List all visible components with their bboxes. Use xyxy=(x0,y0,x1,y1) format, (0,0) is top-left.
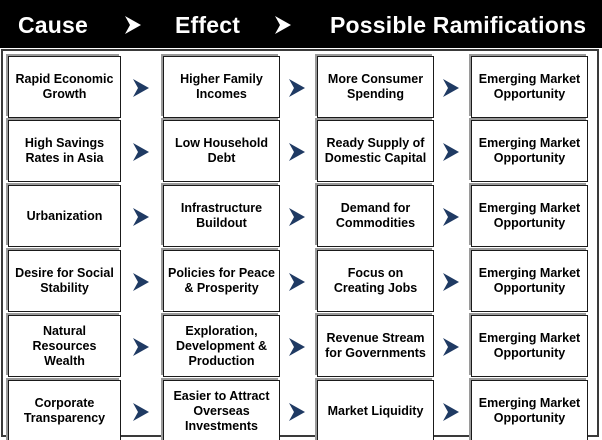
cause-box-label: Natural Resources Wealth xyxy=(32,323,97,368)
ramification-box[interactable]: Market Liquidity xyxy=(317,380,434,440)
effect-box[interactable]: Higher Family Incomes xyxy=(163,56,280,118)
header-chevron-right-arrow-icon xyxy=(122,14,144,36)
flow-arrow-icon xyxy=(130,401,152,423)
diagram-row: Desire for Social Stability Policies for… xyxy=(0,250,602,312)
outcome-box[interactable]: Emerging Market Opportunity xyxy=(471,380,588,440)
header-chevron-right-arrow-icon xyxy=(272,14,294,36)
ramification-box[interactable]: More Consumer Spending xyxy=(317,56,434,118)
flow-arrow-icon xyxy=(130,77,152,99)
flow-arrow-icon xyxy=(130,336,152,358)
effect-box-label: Infrastructure Buildout xyxy=(180,201,263,230)
outcome-box-label: Emerging Market Opportunity xyxy=(478,396,581,425)
flow-arrow-icon xyxy=(440,206,462,228)
outcome-box-label: Emerging Market Opportunity xyxy=(478,136,581,165)
diagram-row: Natural Resources Wealth Exploration, De… xyxy=(0,315,602,377)
flow-arrow-icon xyxy=(440,141,462,163)
flow-arrow-icon xyxy=(286,141,308,163)
cause-box-label: Rapid Economic Growth xyxy=(15,72,114,101)
effect-box-label: Low Household Debt xyxy=(174,136,269,165)
ramification-box[interactable]: Focus on Creating Jobs xyxy=(317,250,434,312)
effect-box[interactable]: Infrastructure Buildout xyxy=(163,185,280,247)
flow-arrow-icon xyxy=(440,336,462,358)
flow-arrow-icon xyxy=(286,336,308,358)
cause-box-label: High Savings Rates in Asia xyxy=(24,136,105,165)
flow-arrow-icon xyxy=(440,401,462,423)
cause-box[interactable]: Urbanization xyxy=(8,185,121,247)
flow-arrow-icon xyxy=(130,206,152,228)
cause-box[interactable]: Corporate Transparency xyxy=(8,380,121,440)
outcome-box-label: Emerging Market Opportunity xyxy=(478,331,581,360)
diagram-row: High Savings Rates in Asia Low Household… xyxy=(0,120,602,182)
effect-box[interactable]: Exploration, Development & Production xyxy=(163,315,280,377)
outcome-box[interactable]: Emerging Market Opportunity xyxy=(471,185,588,247)
effect-box[interactable]: Low Household Debt xyxy=(163,120,280,182)
effect-box[interactable]: Easier to Attract Overseas Investments xyxy=(163,380,280,440)
ramification-box-label: Ready Supply of Domestic Capital xyxy=(324,136,427,165)
ramification-box[interactable]: Ready Supply of Domestic Capital xyxy=(317,120,434,182)
effect-box-label: Higher Family Incomes xyxy=(180,72,263,101)
diagram-header-bar: Cause Effect Possible Ramifications xyxy=(0,0,602,48)
ramification-box-label: Revenue Stream for Governments xyxy=(325,331,426,360)
outcome-box[interactable]: Emerging Market Opportunity xyxy=(471,120,588,182)
flow-arrow-icon xyxy=(286,206,308,228)
header-column-possible-ramifications: Possible Ramifications xyxy=(330,12,587,38)
flow-arrow-icon xyxy=(130,271,152,293)
diagram-outer-frame xyxy=(1,49,599,437)
outcome-box-label: Emerging Market Opportunity xyxy=(478,266,581,295)
cause-box-label: Urbanization xyxy=(26,208,103,223)
flow-arrow-icon xyxy=(130,141,152,163)
outcome-box-label: Emerging Market Opportunity xyxy=(478,72,581,101)
outcome-box[interactable]: Emerging Market Opportunity xyxy=(471,56,588,118)
effect-box[interactable]: Policies for Peace & Prosperity xyxy=(163,250,280,312)
cause-box-label: Corporate Transparency xyxy=(23,396,106,425)
diagram-grid: Rapid Economic Growth Higher Family Inco… xyxy=(0,48,602,440)
ramification-box[interactable]: Revenue Stream for Governments xyxy=(317,315,434,377)
effect-box-label: Exploration, Development & Production xyxy=(176,323,267,368)
flow-arrow-icon xyxy=(286,77,308,99)
effect-box-label: Policies for Peace & Prosperity xyxy=(167,266,275,295)
diagram-row: Rapid Economic Growth Higher Family Inco… xyxy=(0,56,602,118)
outcome-box-label: Emerging Market Opportunity xyxy=(478,201,581,230)
ramification-box-label: Market Liquidity xyxy=(327,403,424,418)
diagram-row: Urbanization Infrastructure Buildout Dem… xyxy=(0,185,602,247)
cause-box-label: Desire for Social Stability xyxy=(15,266,114,295)
cause-box[interactable]: Natural Resources Wealth xyxy=(8,315,121,377)
header-column-effect: Effect xyxy=(175,12,241,38)
ramification-box[interactable]: Demand for Commodities xyxy=(317,185,434,247)
cause-box[interactable]: Desire for Social Stability xyxy=(8,250,121,312)
flow-arrow-icon xyxy=(286,401,308,423)
ramification-box-label: More Consumer Spending xyxy=(327,72,424,101)
outcome-box[interactable]: Emerging Market Opportunity xyxy=(471,315,588,377)
cause-box[interactable]: Rapid Economic Growth xyxy=(8,56,121,118)
flow-arrow-icon xyxy=(440,271,462,293)
effect-box-label: Easier to Attract Overseas Investments xyxy=(173,388,270,433)
ramification-box-label: Focus on Creating Jobs xyxy=(333,266,418,295)
header-column-cause: Cause xyxy=(18,12,89,38)
flow-arrow-icon xyxy=(286,271,308,293)
flow-arrow-icon xyxy=(440,77,462,99)
diagram-row: Corporate Transparency Easier to Attract… xyxy=(0,380,602,440)
ramification-box-label: Demand for Commodities xyxy=(335,201,416,230)
cause-box[interactable]: High Savings Rates in Asia xyxy=(8,120,121,182)
outcome-box[interactable]: Emerging Market Opportunity xyxy=(471,250,588,312)
